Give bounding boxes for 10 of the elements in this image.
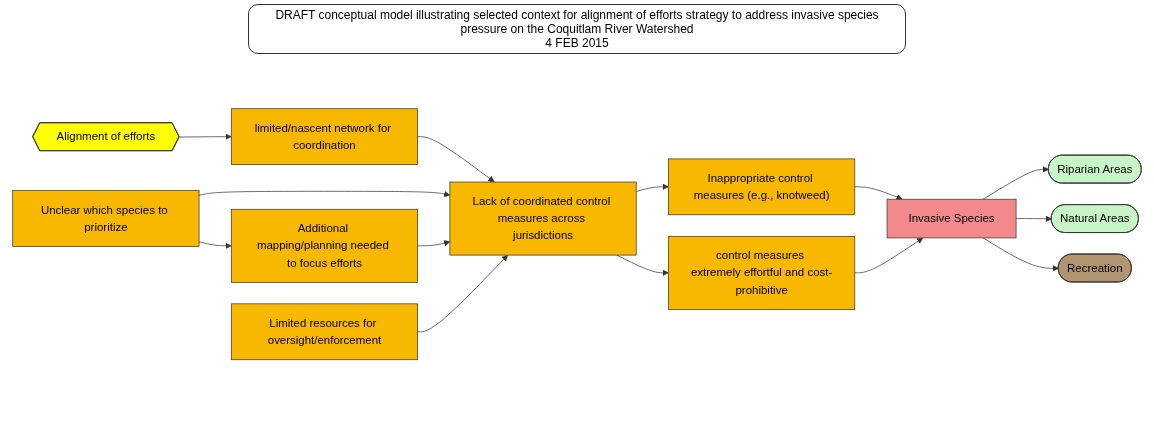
node-box: Inappropriate control measures (e.g., knotweed) (668, 158, 856, 215)
node-box: limited/nascent network for coordination (230, 108, 418, 165)
node-box: Lack of coordinated control measures across jurisdictions (449, 181, 637, 256)
node-box: Limited resources for oversight/enforcement (230, 303, 418, 360)
title: DRAFT conceptual model illustrating selected context for alignment of efforts strategy to address invasive species pressure on the Coquitlam River Watershed (274, 8, 880, 36)
node-box: Unclear which species to prioritize (12, 190, 200, 247)
node-box: Additional mapping/planning needed to focus efforts (230, 208, 418, 283)
date-label: 4 FEB 2015 (544, 36, 610, 50)
node-box: control measures extremely effortful and cost-prohibitive (668, 235, 856, 310)
node-box: Invasive Species (886, 198, 1017, 239)
